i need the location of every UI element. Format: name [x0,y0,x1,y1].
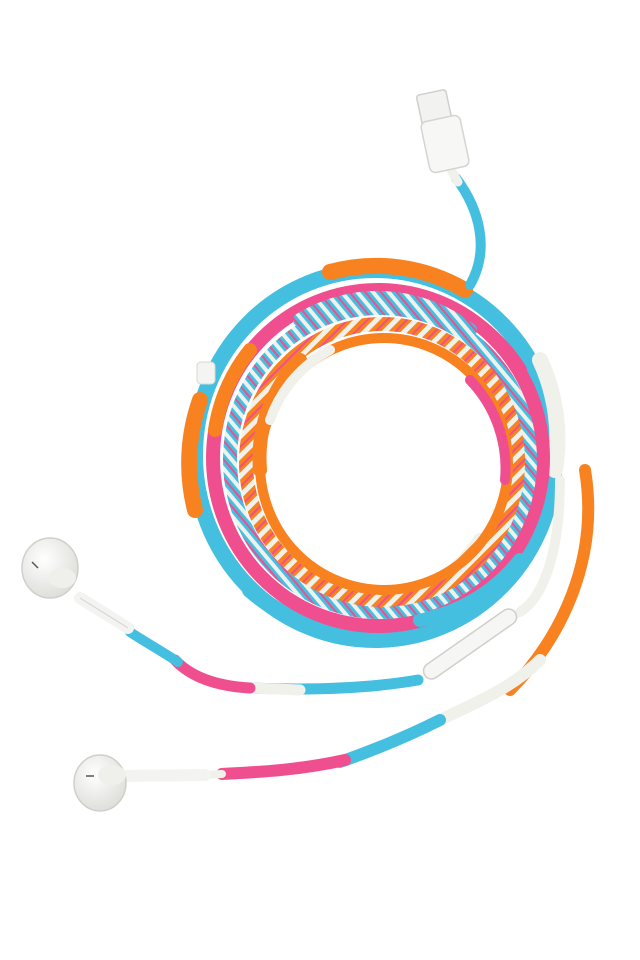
inline-remote [422,608,518,680]
earbud-lower-icon [73,754,211,812]
earbud-upper-icon [21,537,134,634]
usb-c-plug-icon [415,89,470,174]
cable-tail-lower [201,464,595,780]
cable-coil [181,257,566,648]
cable-to-plug [445,163,486,290]
cable-clip [196,361,216,385]
